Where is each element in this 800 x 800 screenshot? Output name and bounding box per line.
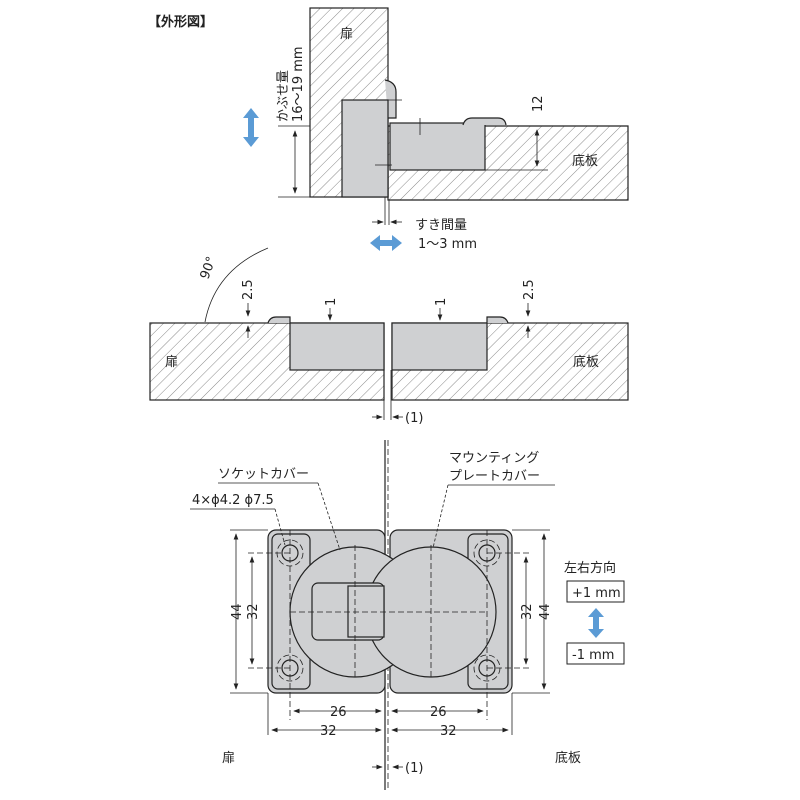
lateral-adjust-arrow-icon [588,608,604,638]
plate-cover-label-line1: マウンティング [449,451,539,466]
cabinet-label: 底板 [573,354,599,370]
cabinet-label: 底板 [572,153,598,169]
dim-left-26: 26 [330,705,347,720]
holes-label: 4×ϕ4.2 ϕ7.5 [192,493,274,508]
adjust-minus-label: -1 mm [572,648,614,663]
door-label: 扉 [222,750,235,766]
dim-right-26: 26 [430,705,447,720]
dim-left-32: 32 [246,603,261,620]
gap-label: (1) [405,761,423,776]
mounting-plate [389,122,486,171]
mounting-plate [391,322,488,371]
overlay-range: 16〜19 mm [291,46,306,122]
bottom-view: ソケットカバー マウンティング プレートカバー 4×ϕ4.2 ϕ7.5 44 3… [190,440,625,790]
angle-label: 90° [198,255,220,282]
section-title: 【外形図】 [148,14,213,30]
dim-right-32-width: 32 [440,724,457,739]
vertical-adjust-arrow-icon [243,108,259,147]
dim-right-32: 32 [520,603,535,620]
plate-bump [462,117,507,126]
door-label: 扉 [165,354,178,370]
gap-label: (1) [405,411,423,426]
door-label: 扉 [340,26,353,42]
dim-right-1: 1 [434,298,449,306]
dim-left-1: 1 [324,298,339,306]
top-view: 扉 底板 かぶせ量 16〜19 mm 12 すき間量 1〜3 mm [243,7,629,252]
horizontal-adjust-arrow-icon [370,235,402,251]
dim-right-2-5: 2.5 [522,279,537,300]
gap-label: すき間量 [415,218,467,233]
dim-left-44: 44 [230,603,245,620]
plate-cover-label-line2: プレートカバー [449,469,540,484]
cabinet-label: 底板 [555,750,581,766]
adjust-direction-label: 左右方向 [564,560,616,576]
dim-left-32-width: 32 [320,724,337,739]
socket-cover-label: ソケットカバー [218,467,309,482]
dim-left-2-5: 2.5 [241,279,256,300]
dim-12: 12 [531,95,546,112]
hinge-cup [289,322,385,371]
adjust-plus-label: +1 mm [572,586,621,601]
middle-view: 扉 底板 90° 2.5 1 1 2.5 (1) [149,247,629,426]
overlay-label: かぶせ量 [276,70,291,122]
dim-right-44: 44 [538,603,553,620]
hinge-cup [341,99,389,198]
gap-range: 1〜3 mm [418,237,477,252]
